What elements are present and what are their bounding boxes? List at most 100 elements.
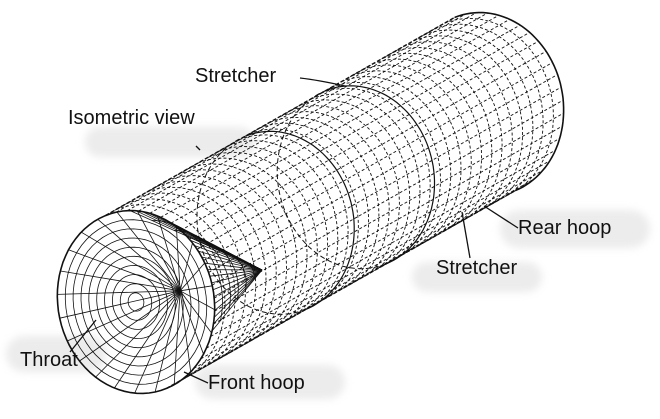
mouth-radial (97, 218, 181, 292)
bottom-silhouette (166, 189, 516, 390)
isometric-view-label: Isometric view (68, 107, 195, 129)
mouth-radial (179, 290, 215, 310)
mesh-ring (280, 111, 390, 290)
mouth-ring (119, 283, 153, 321)
mouth-radial (114, 290, 181, 389)
mouth-radial (59, 290, 181, 319)
mouth-ring (111, 274, 161, 330)
funnel-ring (240, 259, 255, 281)
mesh-longitudinal (203, 62, 553, 261)
mesh-longitudinal (105, 17, 455, 216)
stretcher-right-leader (461, 211, 471, 259)
mesh-longitudinal (170, 24, 521, 224)
mouth-radial (179, 290, 204, 355)
mesh-longitudinal (149, 14, 500, 214)
internal-hoop (325, 85, 436, 265)
mouth-radial (116, 211, 181, 292)
mouth-radial (81, 231, 181, 292)
mesh-longitudinal (206, 149, 556, 349)
mesh-longitudinal (200, 160, 551, 360)
mesh-longitudinal (211, 86, 562, 286)
mesh-ring (434, 23, 544, 203)
mesh-longitudinal (116, 13, 466, 213)
mouth-ring (64, 219, 208, 385)
mesh-ring (218, 146, 329, 325)
mesh-longitudinal (213, 125, 563, 325)
throat-label: Throat (20, 349, 78, 371)
mesh-longitudinal (160, 18, 510, 218)
mesh-ring (290, 105, 400, 285)
mesh-longitudinal (208, 74, 558, 273)
mesh-longitudinal (214, 112, 564, 312)
mouth-radial (179, 242, 193, 291)
mesh-longitudinal (166, 190, 516, 389)
front-hoop-rim (56, 209, 216, 395)
mouth-radial (154, 290, 181, 393)
cylinder-outline (56, 11, 565, 395)
isometric-view-leader (195, 145, 201, 151)
mesh-ring (208, 151, 318, 331)
mouth-radial (179, 290, 212, 334)
mouth-ring (72, 228, 200, 376)
label-highlight (195, 365, 345, 399)
mesh-longitudinal (213, 99, 564, 299)
throat-face-mesh (57, 210, 215, 394)
mesh-longitudinal (210, 138, 560, 337)
body-mesh (105, 12, 564, 389)
mouth-radial (57, 290, 181, 295)
mouth-radial (173, 290, 181, 385)
internal-hoop (245, 130, 355, 310)
mesh-ring (167, 175, 277, 355)
mesh-longitudinal (180, 32, 530, 231)
internal-hoop-hidden (196, 135, 307, 315)
mouth-radial (180, 285, 213, 292)
label-highlight (500, 210, 650, 248)
mesh-longitudinal (189, 40, 539, 240)
net-mesh-grid (57, 12, 564, 394)
mesh-ring (444, 17, 554, 197)
mesh-ring (403, 41, 513, 221)
mesh-longitudinal (193, 170, 544, 369)
mouth-radial (68, 249, 181, 292)
mouth-ring (80, 237, 192, 367)
mouth-radial (179, 262, 205, 292)
mesh-ring (177, 169, 287, 349)
mouth-radial (176, 226, 181, 291)
funnel-ring (196, 239, 239, 301)
mesh-longitudinal (196, 50, 547, 250)
mouth-ring (104, 264, 168, 340)
mesh-ring (331, 81, 441, 261)
funnel-ring (174, 230, 231, 311)
rear-hoop-rim (454, 11, 565, 192)
internal-hoop-hidden (276, 90, 387, 270)
front-hoop-label: Front hoop (208, 372, 305, 394)
top-silhouette (105, 16, 456, 217)
mouth-radial (60, 270, 181, 292)
stretcher-top-leader (299, 77, 346, 87)
mouth-radial (136, 210, 181, 291)
mesh-ring (321, 87, 431, 267)
mouth-radial (95, 290, 181, 378)
mouth-ring (96, 255, 176, 349)
mesh-longitudinal (138, 12, 488, 212)
mesh-ring (362, 64, 472, 244)
mesh-longitudinal (185, 178, 535, 378)
front-hoop-leader (183, 371, 209, 384)
mouth-ring (127, 292, 145, 312)
mouth-radial (179, 290, 192, 372)
rear-hoop-leader (483, 205, 519, 229)
rear-hoop-label: Rear hoop (518, 217, 612, 239)
mesh-ring (136, 192, 246, 372)
mesh-ring (249, 128, 359, 308)
mesh-longitudinal (127, 12, 477, 211)
stretcher-top-label: Stretcher (195, 65, 277, 87)
funnel-ring (217, 249, 247, 291)
throat-leader (69, 319, 97, 353)
mouth-radial (134, 290, 181, 394)
mouth-ring (88, 246, 184, 358)
leader-lines (69, 77, 519, 384)
mouth-radial (79, 290, 181, 362)
stretcher-right-label: Stretcher (436, 257, 518, 279)
